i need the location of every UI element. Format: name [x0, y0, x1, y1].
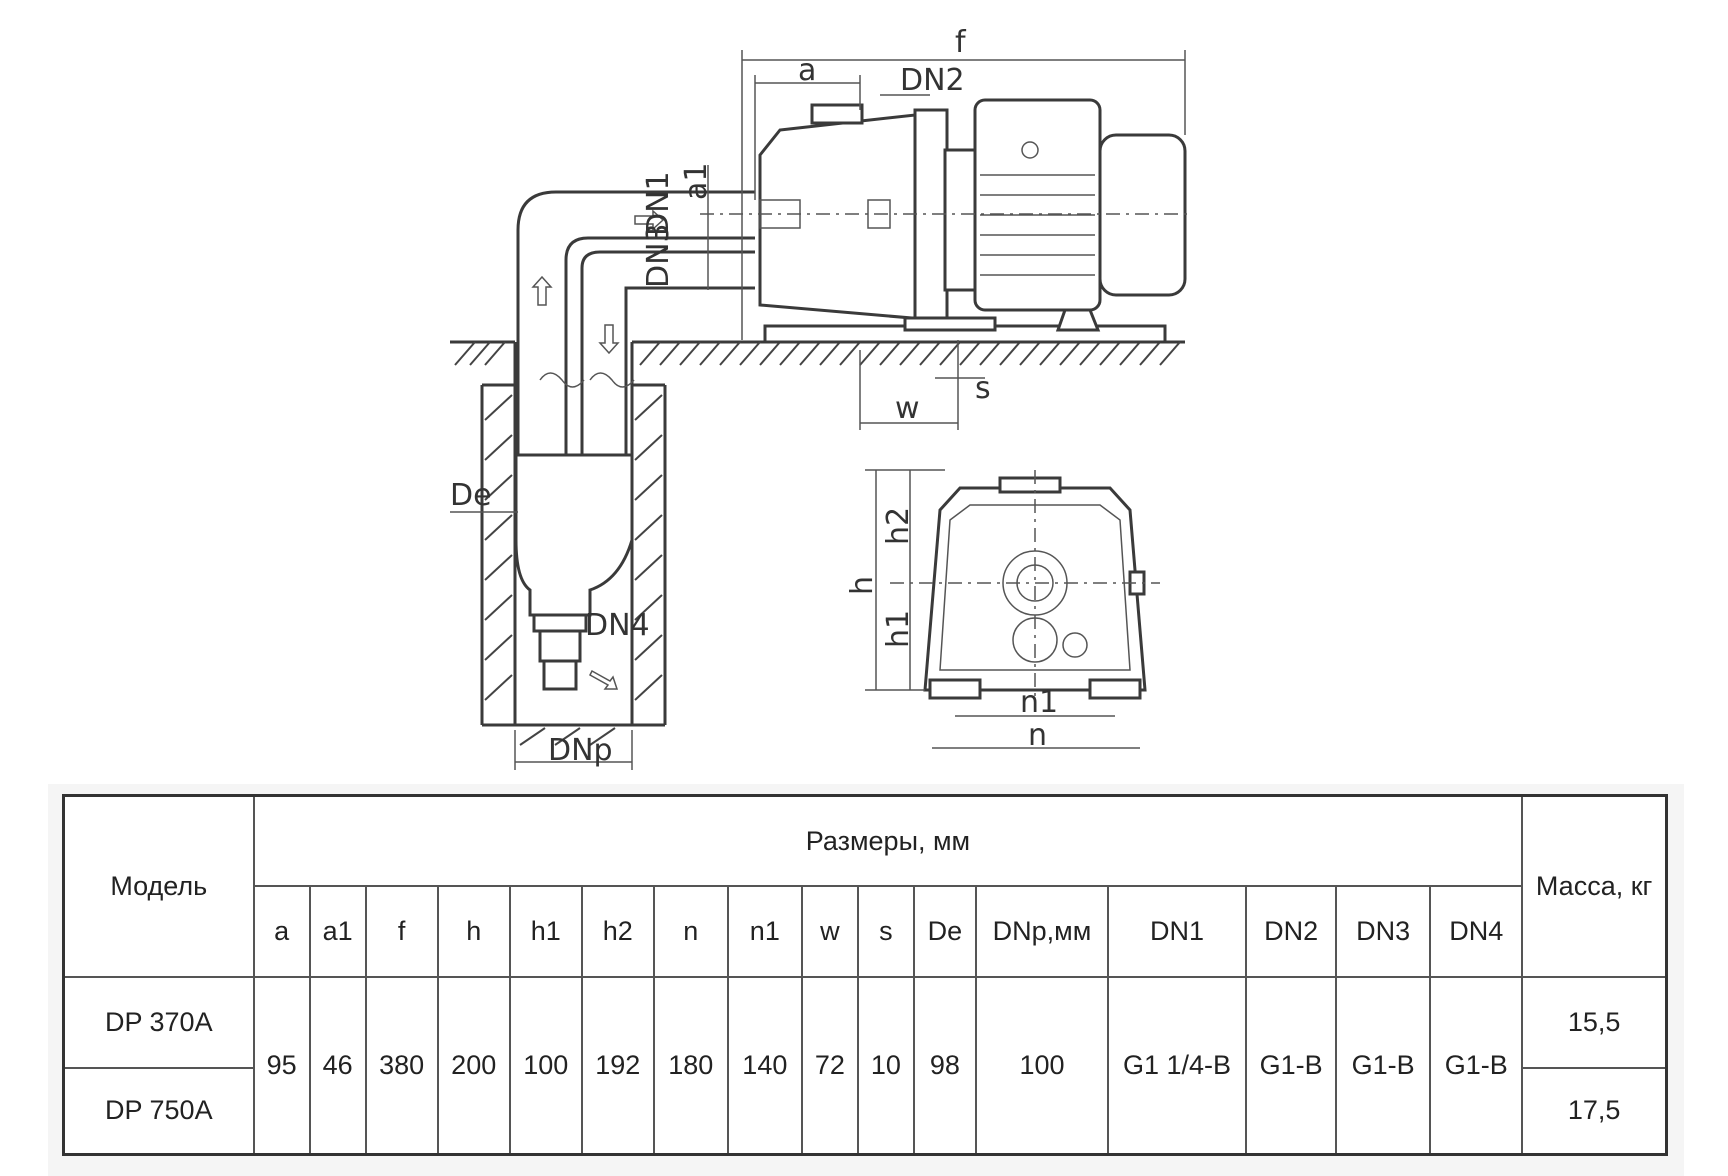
value-cell: 10	[856, 976, 915, 1156]
header-sizes: Размеры, мм	[252, 794, 1524, 888]
value-cell: 100	[974, 976, 1110, 1156]
col-header: a	[252, 885, 311, 978]
label-de: De	[450, 478, 492, 513]
label-w: w	[895, 391, 920, 426]
label-h: h	[845, 576, 880, 595]
col-header: n1	[726, 885, 803, 978]
table-row: DP 370A 95 46 380 200 100 192 180 140 72…	[62, 976, 1668, 1156]
value-cell: 98	[912, 976, 977, 1156]
pump-front-view	[890, 470, 1160, 710]
label-dnp: DNp	[548, 733, 613, 768]
value-cell: 140	[726, 976, 803, 1156]
ground-surface	[450, 340, 1185, 366]
col-header: a1	[308, 885, 367, 978]
model-cell: DP 750A	[62, 1066, 255, 1156]
spec-table-panel: Модель Размеры, мм Масса, кг a a1 f h h1…	[48, 784, 1684, 1176]
label-a1: a1	[679, 163, 714, 200]
value-cell: 100	[508, 976, 583, 1156]
label-a: a	[798, 53, 816, 88]
col-header: DN2	[1245, 885, 1338, 978]
value-cell: 192	[580, 976, 655, 1156]
pump-technical-drawing: f a DN2 a1 DN1 DN3 s w De DN4 DNp h h2 h…	[450, 25, 1190, 770]
header-model: Модель	[62, 794, 255, 978]
label-dn1: DN1	[641, 171, 676, 236]
col-header: h	[436, 885, 511, 978]
table-row: DP 750A 17,5	[62, 1066, 1668, 1156]
pump-side-view	[700, 98, 1190, 344]
label-f: f	[955, 25, 967, 60]
col-header: DN4	[1429, 885, 1524, 978]
mass-cell: 17,5	[1521, 1066, 1668, 1156]
value-cell: 180	[652, 976, 729, 1156]
header-mass: Масса, кг	[1521, 794, 1668, 978]
label-n1: n1	[1020, 685, 1058, 720]
pipes	[516, 190, 755, 460]
value-cell: 46	[308, 976, 367, 1156]
dimension-lines	[450, 50, 1186, 770]
col-header: DN1	[1106, 885, 1248, 978]
col-header: n	[652, 885, 729, 978]
label-h2: h2	[881, 507, 916, 545]
label-n: n	[1028, 718, 1047, 753]
col-header: h1	[508, 885, 583, 978]
col-header: f	[364, 885, 439, 978]
spec-table: Модель Размеры, мм Масса, кг a a1 f h h1…	[62, 794, 1668, 1156]
column-header-row: a a1 f h h1 h2 n n1 w s De DNp,мм DN1 DN…	[64, 885, 1667, 978]
value-cell: G1 1/4-B	[1106, 976, 1248, 1156]
col-header: DN3	[1335, 885, 1432, 978]
col-header: De	[912, 885, 977, 978]
mass-cell: 15,5	[1521, 976, 1668, 1069]
label-dn4: DN4	[585, 608, 650, 643]
col-header: s	[856, 885, 915, 978]
label-dn3: DN3	[641, 223, 676, 288]
ejector	[514, 453, 634, 691]
col-header: w	[800, 885, 859, 978]
model-cell: DP 370A	[62, 976, 255, 1069]
label-dn2: DN2	[900, 63, 965, 98]
value-cell: G1-B	[1245, 976, 1338, 1156]
value-cell: 380	[364, 976, 439, 1156]
value-cell: G1-B	[1429, 976, 1524, 1156]
label-h1: h1	[881, 610, 916, 648]
value-cell: G1-B	[1335, 976, 1432, 1156]
label-s: s	[975, 371, 991, 406]
col-header: h2	[580, 885, 655, 978]
value-cell: 200	[436, 976, 511, 1156]
col-header: DNp,мм	[974, 885, 1110, 978]
value-cell: 95	[252, 976, 311, 1156]
value-cell: 72	[800, 976, 859, 1156]
